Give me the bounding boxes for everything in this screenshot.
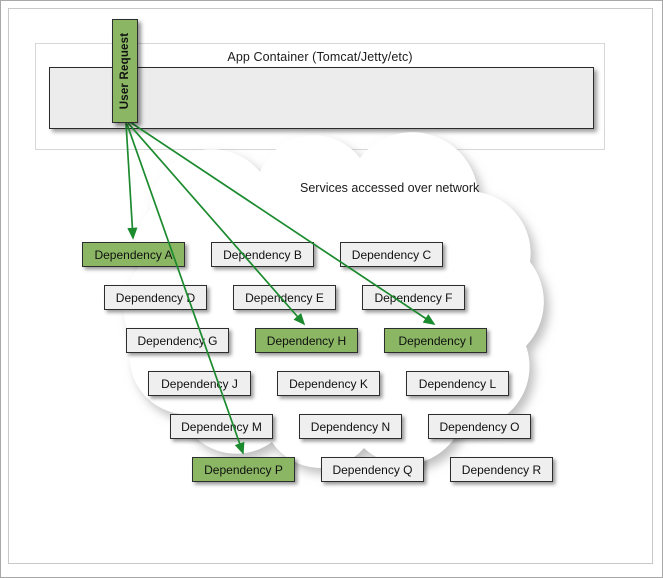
- dependency-box-q[interactable]: Dependency Q: [321, 457, 424, 482]
- dependency-label: Dependency M: [181, 419, 262, 434]
- dependency-box-a[interactable]: Dependency A: [82, 242, 185, 267]
- dependency-label: Dependency P: [204, 462, 283, 477]
- dependency-label: Dependency Q: [332, 462, 413, 477]
- dependency-box-e[interactable]: Dependency E: [233, 285, 336, 310]
- user-request-label: User Request: [119, 32, 131, 110]
- dependency-box-r[interactable]: Dependency R: [450, 457, 553, 482]
- user-request-bar[interactable]: User Request: [112, 19, 138, 123]
- dependency-box-m[interactable]: Dependency M: [170, 414, 273, 439]
- dependency-label: Dependency B: [223, 247, 302, 262]
- dependency-box-g[interactable]: Dependency G: [126, 328, 229, 353]
- dependency-box-n[interactable]: Dependency N: [299, 414, 402, 439]
- app-container-title: App Container (Tomcat/Jetty/etc): [227, 50, 413, 64]
- dependency-box-b[interactable]: Dependency B: [211, 242, 314, 267]
- dependency-label: Dependency H: [266, 333, 347, 348]
- dependency-label: Dependency J: [161, 376, 238, 391]
- dependency-label: Dependency G: [137, 333, 218, 348]
- dependency-label: Dependency L: [418, 376, 497, 391]
- dependency-box-k[interactable]: Dependency K: [277, 371, 380, 396]
- dependency-box-i[interactable]: Dependency I: [384, 328, 487, 353]
- dependency-box-f[interactable]: Dependency F: [362, 285, 465, 310]
- dependency-box-h[interactable]: Dependency H: [255, 328, 358, 353]
- services-over-network-label: Services accessed over network: [300, 181, 480, 195]
- dependency-label: Dependency K: [289, 376, 368, 391]
- dependency-label: Dependency E: [245, 290, 324, 305]
- dependency-label: Dependency O: [439, 419, 520, 434]
- dependency-box-o[interactable]: Dependency O: [428, 414, 531, 439]
- dependency-box-d[interactable]: Dependency D: [104, 285, 207, 310]
- dependency-label: Dependency C: [351, 247, 432, 262]
- dependency-label: Dependency R: [461, 462, 542, 477]
- dependency-box-j[interactable]: Dependency J: [148, 371, 251, 396]
- dependency-label: Dependency F: [374, 290, 453, 305]
- dependency-label: Dependency A: [94, 247, 173, 262]
- dependency-box-c[interactable]: Dependency C: [340, 242, 443, 267]
- dependency-label: Dependency D: [115, 290, 196, 305]
- dependency-box-p[interactable]: Dependency P: [192, 457, 295, 482]
- dependency-box-l[interactable]: Dependency L: [406, 371, 509, 396]
- dependency-label: Dependency I: [398, 333, 473, 348]
- dependency-label: Dependency N: [310, 419, 391, 434]
